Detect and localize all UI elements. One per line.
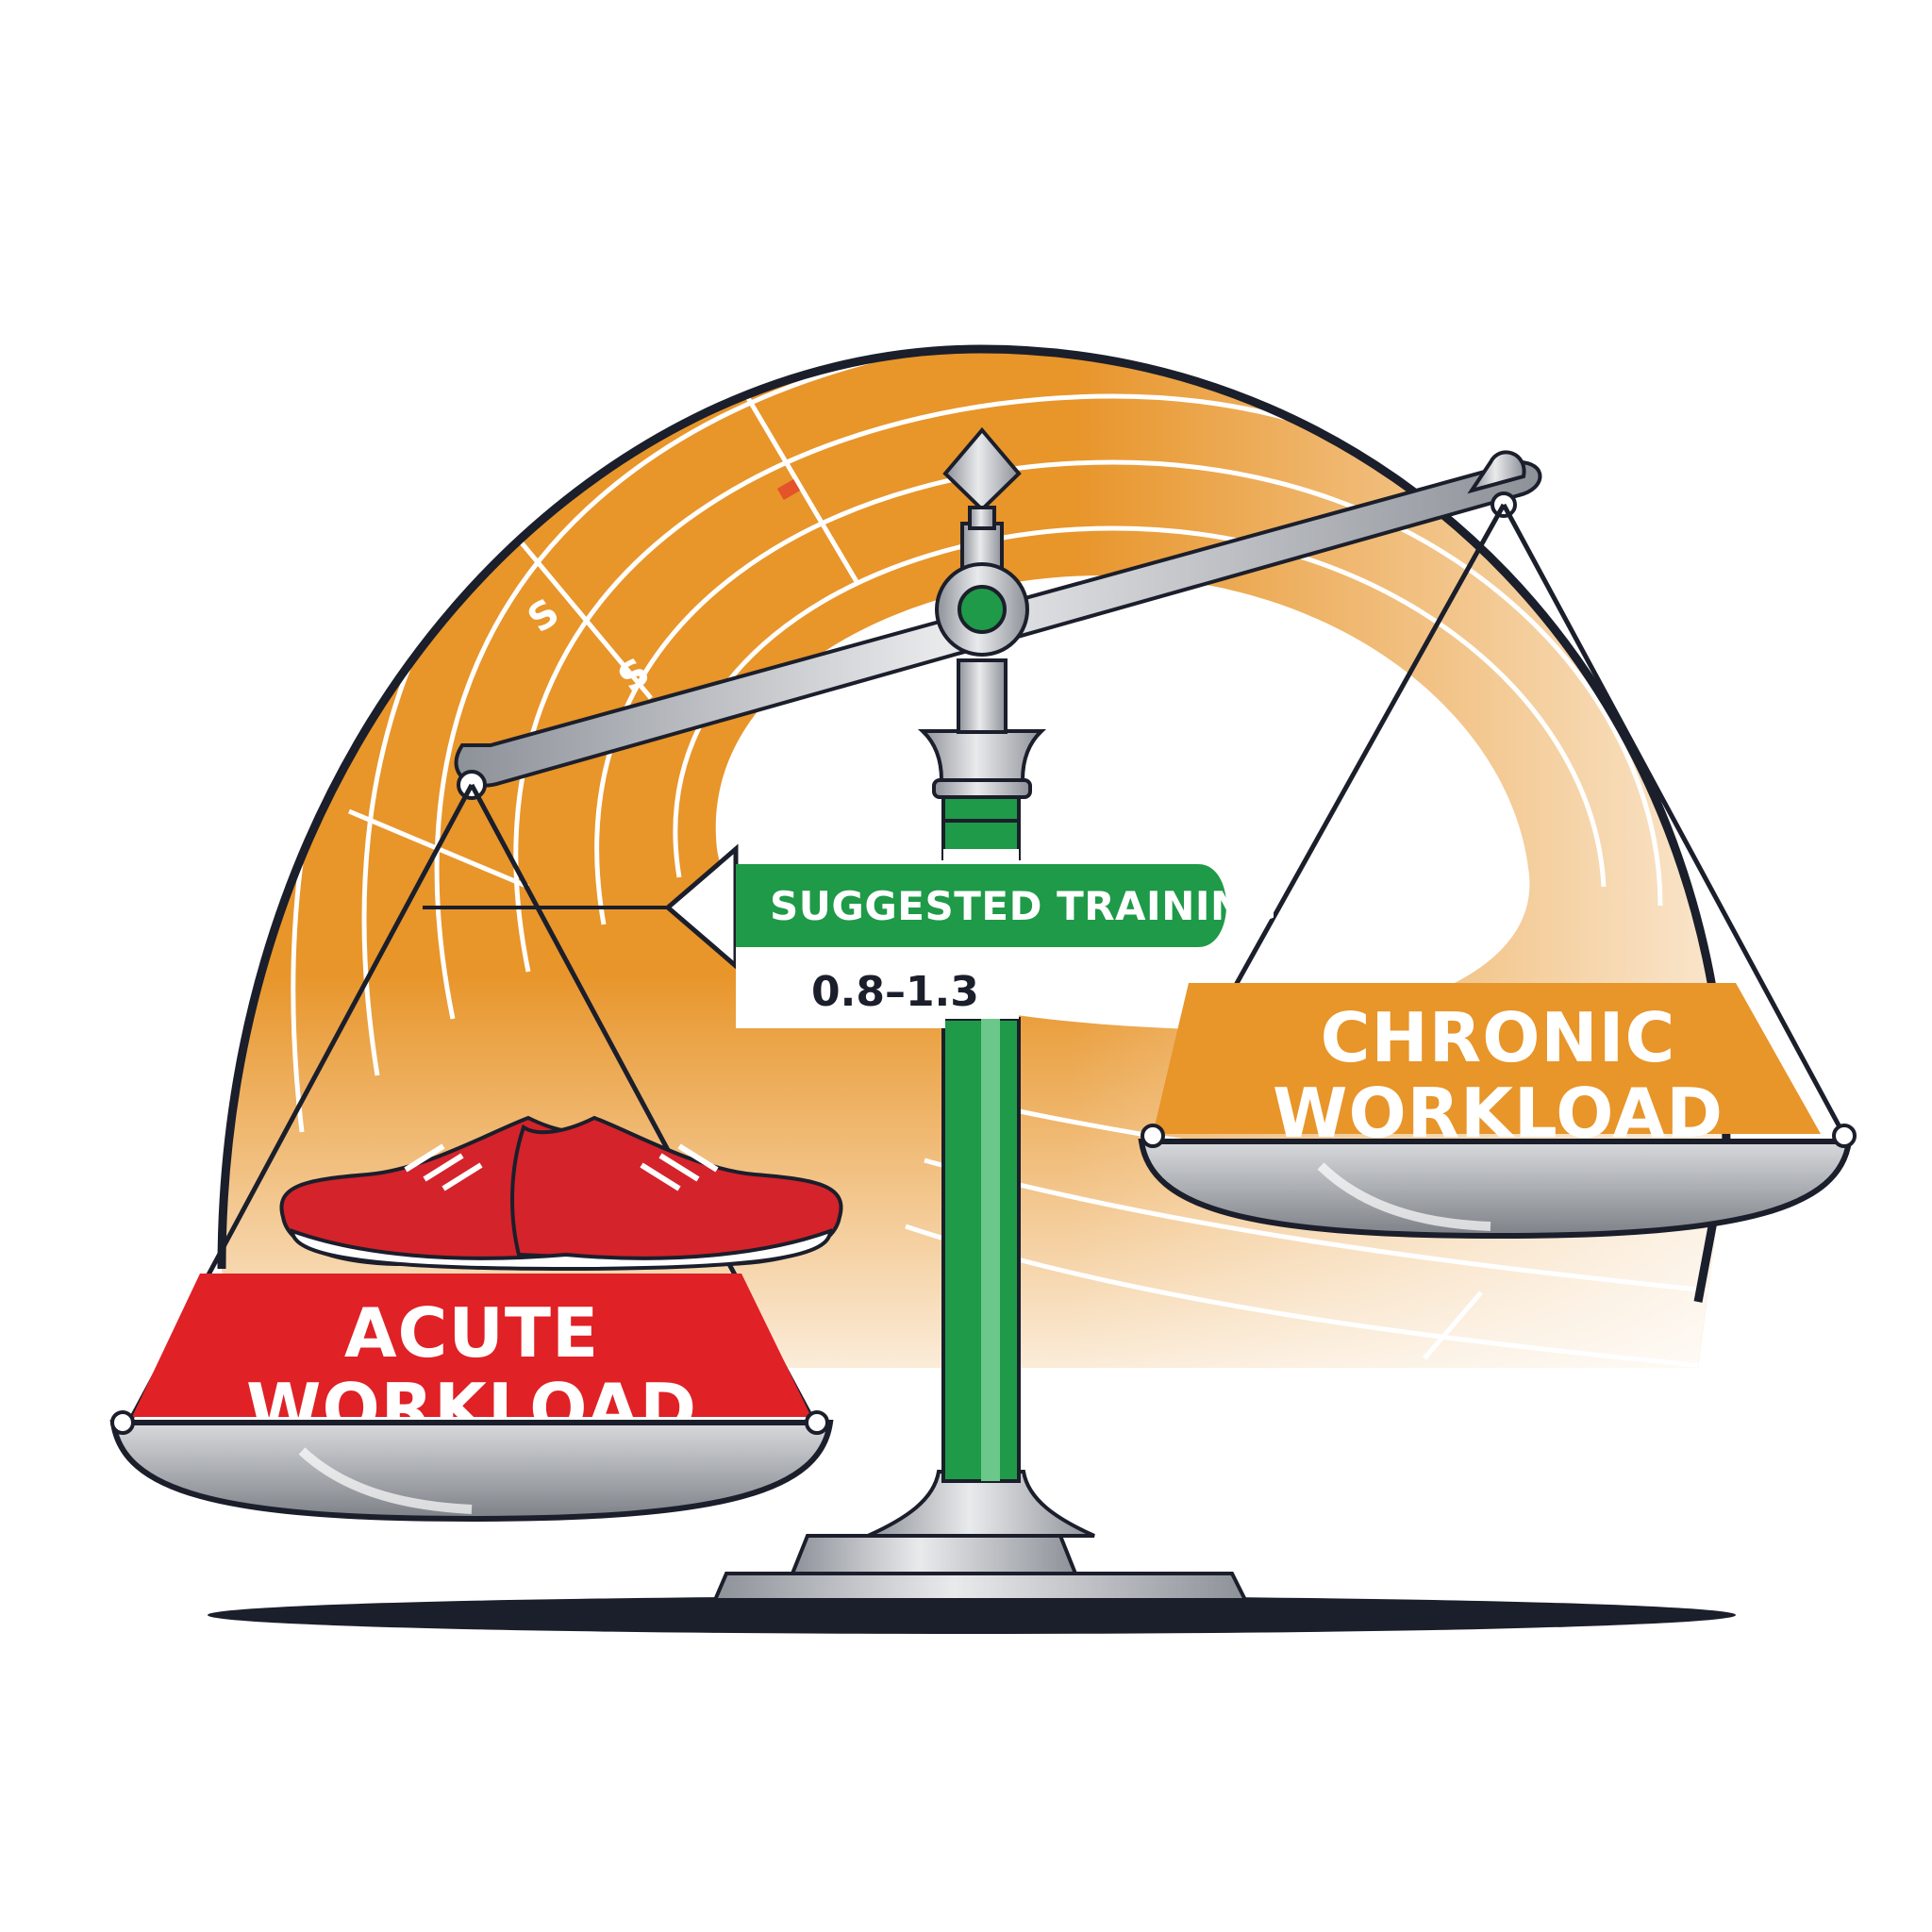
ground-shadow — [208, 1596, 1736, 1634]
chronic-label-line1: CHRONIC — [1321, 998, 1676, 1077]
acute-workload-pan[interactable]: ACUTE WORKLOAD — [109, 1115, 843, 1523]
scale-base — [711, 1470, 1249, 1602]
suggested-training-sign: SUGGESTED TRAINING 0.8–1.3 — [423, 843, 1277, 1028]
acute-label-line1: ACUTE — [344, 1293, 599, 1373]
balance-beam — [454, 426, 1542, 800]
suggested-training-label: SUGGESTED TRAINING — [770, 883, 1277, 929]
running-shoes-icon — [279, 1115, 843, 1272]
ratio-range-label: 0.8–1.3 — [811, 968, 979, 1016]
chronic-workload-pan[interactable]: CHRONIC WORKLOAD — [1138, 983, 1857, 1240]
